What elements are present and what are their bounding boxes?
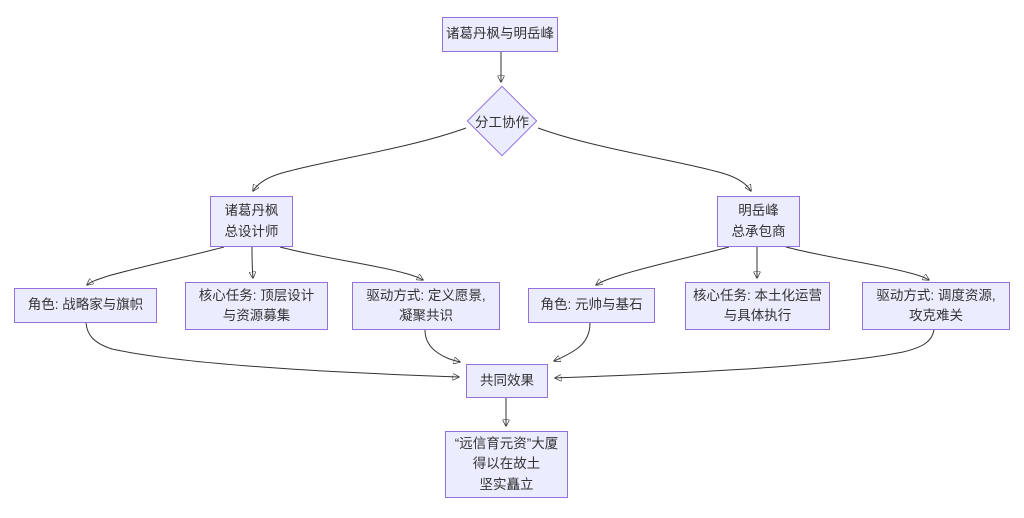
node-ming-task-line2: 与具体执行 xyxy=(723,308,792,323)
node-root-label: 诸葛丹枫与明岳峰 xyxy=(446,26,554,42)
node-root: 诸葛丹枫与明岳峰 xyxy=(442,17,558,52)
edge-zhuge-task xyxy=(252,246,253,278)
node-result: “远信育元资”大厦 得以在故土 坚实矗立 xyxy=(445,431,568,498)
node-zhuge-task-line2: 与资源募集 xyxy=(222,308,291,323)
node-decision-label: 分工协作 xyxy=(475,115,529,130)
node-ming-task-line1: 核心任务: 本土化运营 xyxy=(692,287,822,303)
edge-decision-ming xyxy=(537,127,751,191)
edge-zhuge-drive-effect xyxy=(424,329,460,362)
node-zhuge-drive-line2: 凝聚共识 xyxy=(399,308,453,323)
node-result-line2: 得以在故土 xyxy=(472,456,541,472)
node-ming-role: 角色: 元帅与基石 xyxy=(528,288,655,323)
node-ming-line1: 明岳峰 xyxy=(738,203,779,219)
edge-ming-role-effect xyxy=(554,322,591,361)
node-result-line1: “远信育元资”大厦 xyxy=(454,436,559,452)
node-ming-drive-line1: 驱动方式: 调度资源, xyxy=(876,287,996,303)
edge-ming-drive xyxy=(785,246,929,280)
node-zhuge: 诸葛丹枫 总设计师 xyxy=(210,196,293,247)
node-effect: 共同效果 xyxy=(466,364,548,398)
node-ming: 明岳峰 总承包商 xyxy=(717,196,800,247)
node-ming-drive: 驱动方式: 调度资源, 攻克难关 xyxy=(862,282,1010,330)
edge-ming-drive-effect xyxy=(555,329,935,378)
node-zhuge-drive: 驱动方式: 定义愿景, 凝聚共识 xyxy=(352,282,500,330)
node-result-line3: 坚实矗立 xyxy=(479,476,534,492)
node-zhuge-role: 角色: 战略家与旗帜 xyxy=(14,288,157,323)
edge-ming-role xyxy=(596,246,730,285)
node-ming-task: 核心任务: 本土化运营 与具体执行 xyxy=(685,282,830,330)
node-zhuge-line1: 诸葛丹枫 xyxy=(224,203,279,219)
node-zhuge-task: 核心任务: 顶层设计 与资源募集 xyxy=(185,282,328,330)
node-ming-drive-line2: 攻克难关 xyxy=(909,308,963,323)
node-zhuge-task-line1: 核心任务: 顶层设计 xyxy=(198,287,315,303)
node-zhuge-role-label: 角色: 战略家与旗帜 xyxy=(27,297,144,313)
node-zhuge-drive-line1: 驱动方式: 定义愿景, xyxy=(366,287,486,303)
edge-decision-zhuge xyxy=(253,127,467,191)
node-ming-line2: 总承包商 xyxy=(731,223,786,239)
node-zhuge-line2: 总设计师 xyxy=(224,223,279,239)
edge-zhuge-role xyxy=(87,246,225,285)
node-decision: 分工协作 xyxy=(466,85,538,157)
node-ming-role-label: 角色: 元帅与基石 xyxy=(540,297,643,313)
edge-zhuge-role-effect xyxy=(85,322,459,377)
node-effect-label: 共同效果 xyxy=(480,372,534,388)
edge-zhuge-drive xyxy=(279,246,423,280)
